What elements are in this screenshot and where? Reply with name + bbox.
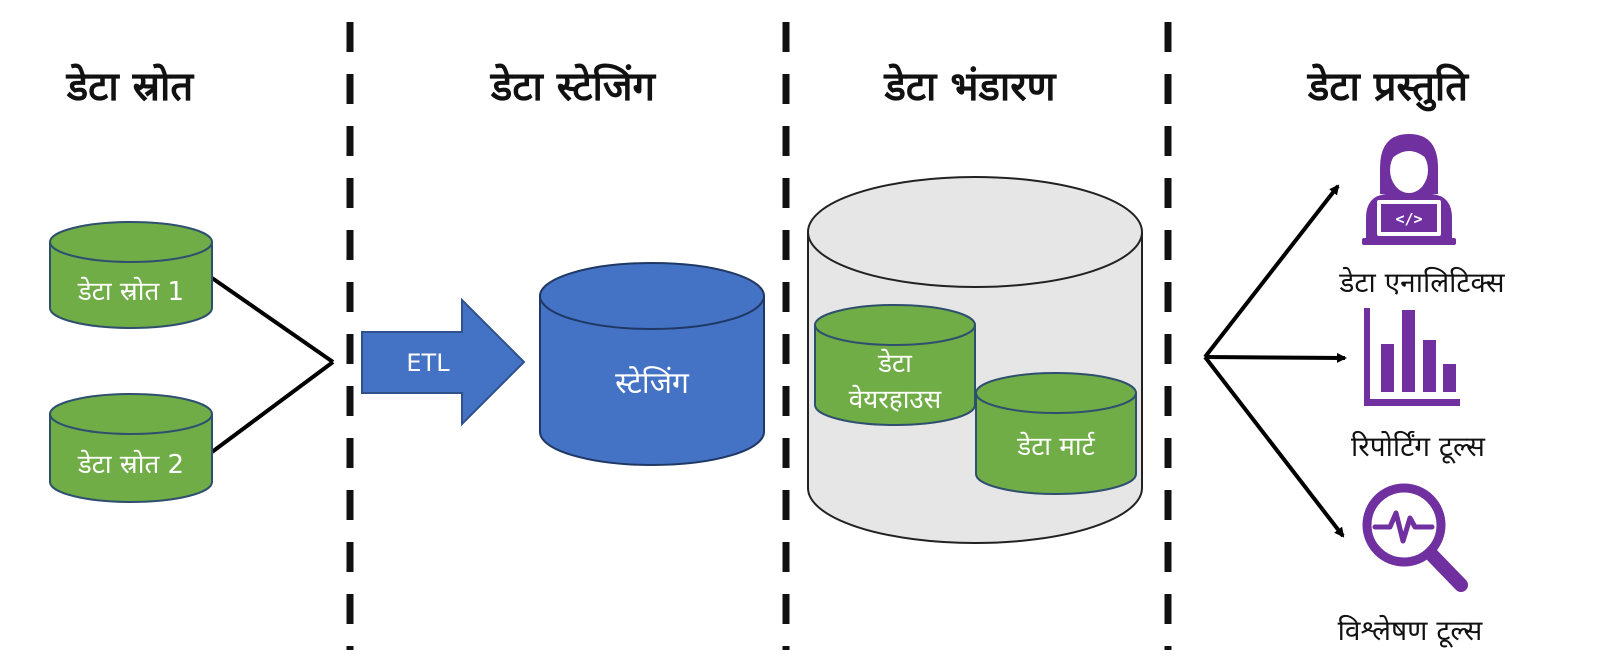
data-source-1-cylinder: डेटा स्रोत 1 [49, 221, 213, 329]
data-source-1-label: डेटा स्रोत 1 [77, 276, 184, 307]
staging-label: स्टेजिंग [615, 366, 690, 401]
code-symbol: </> [1395, 210, 1422, 228]
magnifier-pulse-icon [1362, 483, 1468, 592]
title-data-presentation: डेटा प्रस्तुति [1306, 63, 1469, 112]
data-warehouse-cylinder: डेटा वेयरहाउस [814, 304, 976, 426]
developer-laptop-icon: </> [1362, 134, 1456, 245]
data-mart-label: डेटा मार्ट [1016, 431, 1095, 462]
bar-chart-icon [1364, 308, 1460, 406]
title-data-storage: डेटा भंडारण [882, 63, 1057, 110]
etl-label: ETL [406, 349, 450, 377]
arrow-to-reporting [1204, 352, 1347, 363]
data-warehouse-label-line2: वेयरहाउस [849, 384, 942, 415]
data-mart-cylinder: डेटा मार्ट [975, 372, 1137, 495]
title-data-staging: डेटा स्टेजिंग [489, 63, 657, 110]
label-data-analytics: डेटा एनालिटिक्स [1338, 266, 1505, 299]
arrow-to-analytics [1203, 184, 1340, 359]
arrow-to-analysis [1203, 355, 1345, 538]
data-source-2-label: डेटा स्रोत 2 [77, 449, 184, 480]
staging-cylinder: स्टेजिंग [539, 262, 765, 466]
label-analysis-tools: विश्लेषण टूल्स [1338, 614, 1484, 648]
label-reporting-tools: रिपोर्टिंग टूल्स [1351, 430, 1486, 464]
data-source-2-cylinder: डेटा स्रोत 2 [49, 393, 213, 503]
etl-arrow: ETL [361, 297, 526, 427]
connector-source1 [210, 276, 335, 364]
title-data-source: डेटा स्रोत [65, 63, 195, 110]
connector-source2 [210, 360, 335, 454]
data-warehouse-label-line1: डेटा [877, 348, 913, 379]
